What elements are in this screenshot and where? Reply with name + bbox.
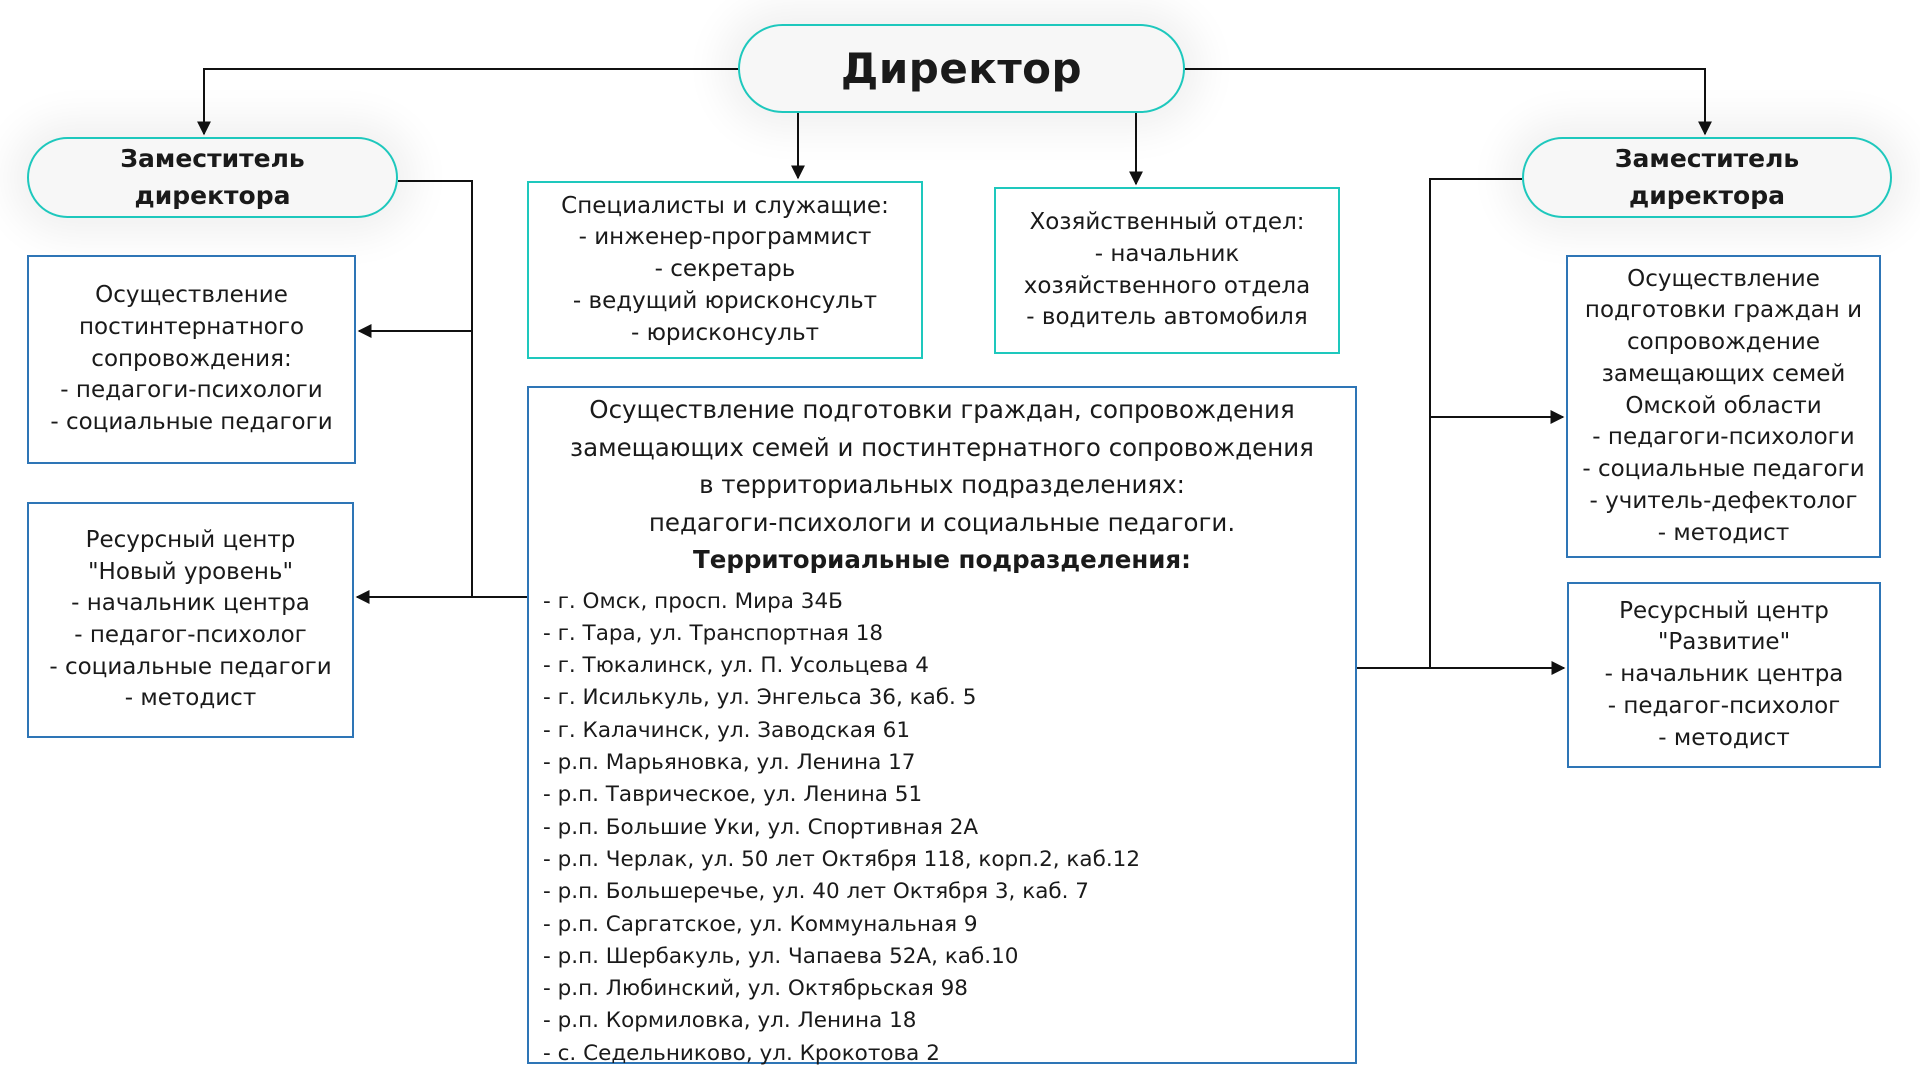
specialists-line: Специалисты и служащие:: [561, 192, 889, 219]
branch-item: - р.п. Любинский, ул. Октябрьская 98: [543, 976, 968, 1002]
center-heading-line: замещающих семей и постинтернатного сопр…: [570, 432, 1314, 462]
specialists-line: - ведущий юрисконсульт: [572, 287, 878, 314]
branch-item: - с. Седельниково, ул. Крокотова 2: [543, 1040, 940, 1066]
left-box-1-line: - социальные педагоги: [50, 409, 333, 436]
right-box-resource-center[interactable]: Ресурсный центр "Развитие" - начальник ц…: [1567, 582, 1881, 768]
branch-item: - г. Исилькуль, ул. Энгельса 36, каб. 5: [543, 685, 977, 711]
connector-director-deputy-left: [197, 68, 752, 136]
right-box-1-line: Омской области: [1625, 392, 1822, 419]
specialists-node[interactable]: Специалисты и служащие: - инженер-програ…: [527, 181, 923, 359]
left-box-1-line: Осуществление: [95, 282, 288, 309]
territorial-branches-node[interactable]: Осуществление подготовки граждан, сопров…: [527, 386, 1357, 1066]
left-box-resource-center[interactable]: Ресурсный центр "Новый уровень" - началь…: [27, 502, 354, 738]
right-box-2-line: "Развитие": [1657, 629, 1791, 656]
right-box-2-line: - методист: [1658, 724, 1790, 751]
branch-item: - г. Омск, просп. Мира 34Б: [543, 588, 843, 614]
deputy-left-line: директора: [134, 180, 291, 210]
left-box-2-line: - методист: [124, 685, 257, 712]
branch-item: - р.п. Большеречье, ул. 40 лет Октября 3…: [543, 879, 1089, 905]
director-label: Директор: [840, 44, 1083, 93]
left-box-2-line: - педагог-психолог: [74, 622, 307, 648]
right-box-family-support[interactable]: Осуществление подготовки граждан и сопро…: [1566, 255, 1881, 558]
household-line: Хозяйственный отдел:: [1029, 209, 1305, 236]
branch-item: - р.п. Таврическое, ул. Ленина 51: [543, 782, 923, 808]
left-box-1-line: - педагоги-психологи: [60, 377, 323, 404]
household-line: хозяйственного отдела: [1023, 272, 1311, 299]
right-box-1-line: - социальные педагоги: [1582, 456, 1865, 483]
left-box-2-line: - начальник центра: [71, 590, 310, 617]
branch-item: - р.п. Кормиловка, ул. Ленина 18: [543, 1008, 917, 1034]
household-line: - водитель автомобиля: [1026, 304, 1308, 331]
left-box-1-line: сопровождения:: [91, 345, 292, 372]
left-box-2-line: - социальные педагоги: [49, 653, 332, 680]
branch-item: - р.п. Марьяновка, ул. Ленина 17: [543, 750, 916, 776]
right-box-1-line: - методист: [1657, 519, 1790, 546]
right-box-2-line: - педагог-психолог: [1607, 692, 1841, 719]
household-line: - начальник: [1094, 240, 1240, 267]
center-subheading: Территориальные подразделения:: [693, 545, 1191, 575]
deputy-right-node[interactable]: Заместитель директора: [1522, 137, 1892, 218]
deputy-left-node[interactable]: Заместитель директора: [27, 137, 398, 218]
branch-item: - р.п. Шербакуль, ул. Чапаева 52А, каб.1…: [543, 943, 1019, 969]
left-box-1-line: постинтернатного: [78, 313, 305, 340]
deputy-right-line: директора: [1629, 180, 1785, 210]
branch-item: - г. Тюкалинск, ул. П. Усольцева 4: [543, 653, 929, 679]
right-box-1-line: замещающих семей: [1601, 360, 1846, 387]
household-node[interactable]: Хозяйственный отдел: - начальник хозяйст…: [994, 187, 1340, 354]
branch-item: - р.п. Саргатское, ул. Коммунальная 9: [543, 911, 978, 937]
branch-item: - р.п. Большие Уки, ул. Спортивная 2А: [543, 814, 979, 840]
deputy-left-line: Заместитель: [120, 144, 305, 174]
center-heading-line: педагоги-психологи и социальные педагоги…: [648, 507, 1236, 537]
specialists-line: - юрисконсульт: [630, 319, 820, 346]
right-box-1-line: подготовки граждан и: [1584, 297, 1863, 324]
right-box-2-line: - начальник центра: [1604, 661, 1844, 688]
connector-deputy-left-trunk: [398, 180, 473, 597]
right-box-2-line: Ресурсный центр: [1619, 597, 1829, 624]
left-box-2-line: Ресурсный центр: [85, 526, 296, 553]
connector-deputy-right-trunk: [1429, 178, 1522, 668]
branch-item: - г. Тара, ул. Транспортная 18: [543, 620, 884, 646]
left-box-2-line: "Новый уровень": [87, 558, 294, 585]
specialists-line: - секретарь: [654, 256, 796, 283]
specialists-line: - инженер-программист: [578, 224, 872, 251]
director-node[interactable]: Директор: [738, 24, 1185, 113]
branch-item: - р.п. Черлак, ул. 50 лет Октября 118, к…: [543, 846, 1141, 872]
left-box-postinternat[interactable]: Осуществление постинтернатного сопровожд…: [27, 255, 356, 464]
deputy-right-line: Заместитель: [1614, 144, 1800, 174]
branch-item: - г. Калачинск, ул. Заводская 61: [543, 717, 911, 743]
right-box-1-line: - учитель-дефектолог: [1589, 487, 1858, 514]
connector-director-deputy-right: [1171, 68, 1712, 136]
center-heading-line: Осуществление подготовки граждан, сопров…: [589, 395, 1295, 424]
branch-list: - г. Омск, просп. Мира 34Б - г. Тара, ул…: [529, 586, 1140, 1070]
right-box-1-line: - педагоги-психологи: [1592, 424, 1855, 451]
right-box-1-line: Осуществление: [1627, 265, 1820, 292]
center-heading-line: в территориальных подразделениях:: [699, 470, 1185, 500]
right-box-1-line: сопровождение: [1627, 329, 1820, 356]
